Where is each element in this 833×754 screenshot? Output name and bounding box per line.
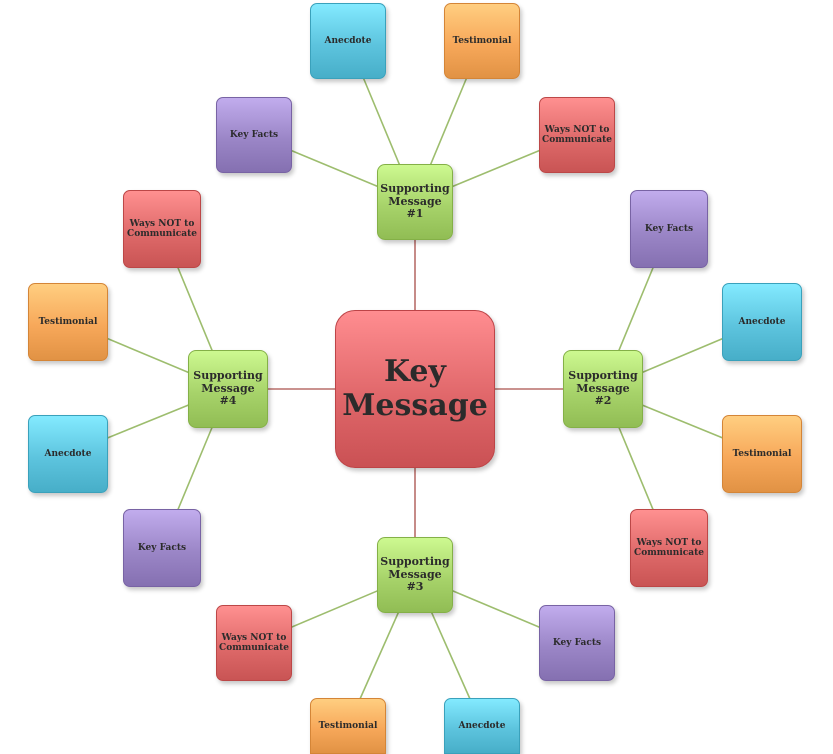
s3-testimonial-box: Testimonial [310,698,386,754]
s2-anecdote-box: Anecdote [722,283,802,361]
key-message-box: Key Message [335,310,495,468]
s1-ways-not-box: Ways NOT to Communicate [539,97,615,173]
s1-anecdote-box: Anecdote [310,3,386,79]
s4-anecdote-box: Anecdote [28,415,108,493]
s4-key-facts-box: Key Facts [123,509,201,587]
supporting-message-3: Supporting Message #3 [377,537,453,613]
s1-testimonial-box: Testimonial [444,3,520,79]
supporting-message-1: Supporting Message #1 [377,164,453,240]
supporting-message-4: Supporting Message #4 [188,350,268,428]
s1-key-facts-box: Key Facts [216,97,292,173]
supporting-message-2: Supporting Message #2 [563,350,643,428]
s2-testimonial-box: Testimonial [722,415,802,493]
s4-ways-not-box: Ways NOT to Communicate [123,190,201,268]
s3-key-facts-box: Key Facts [539,605,615,681]
s4-testimonial-box: Testimonial [28,283,108,361]
s2-ways-not-box: Ways NOT to Communicate [630,509,708,587]
s3-ways-not-box: Ways NOT to Communicate [216,605,292,681]
s2-key-facts-box: Key Facts [630,190,708,268]
key-message-label: Key Message [342,354,488,423]
s3-anecdote-box: Anecdote [444,698,520,754]
